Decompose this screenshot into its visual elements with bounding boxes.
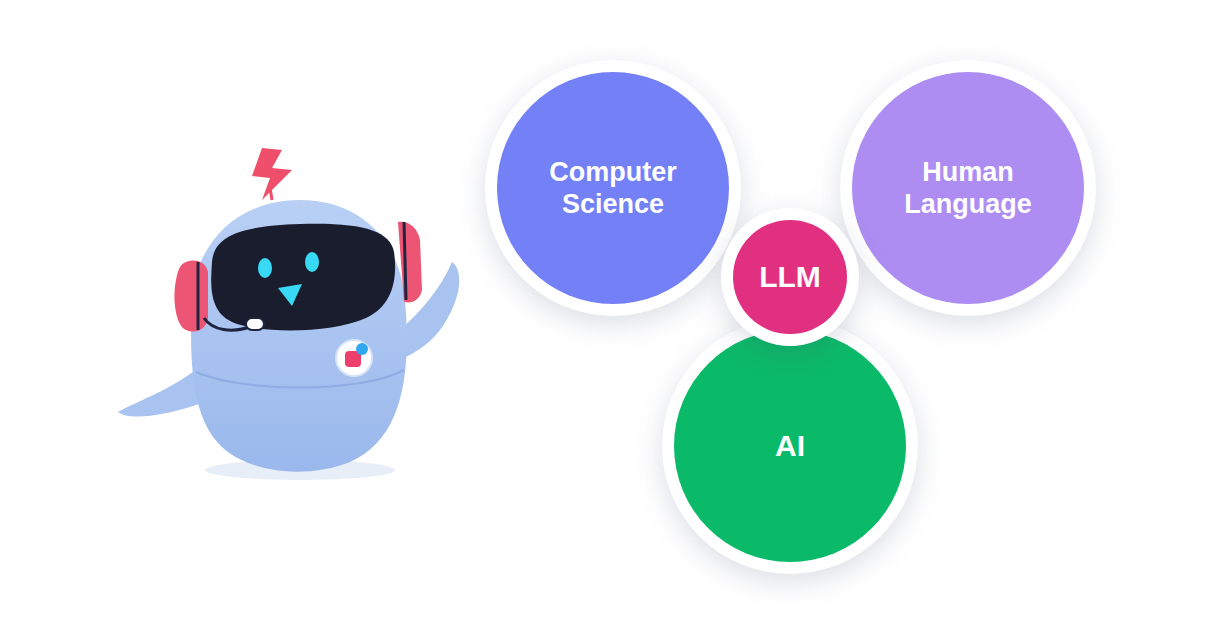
circle-ring (485, 60, 741, 316)
circle-fill (674, 330, 906, 562)
badge (336, 340, 372, 376)
circle-ring (840, 60, 1096, 316)
face-screen (211, 224, 395, 331)
badge-logo (356, 343, 368, 355)
robot-seam (196, 370, 404, 388)
node-label: LLM (759, 259, 821, 295)
circle-node: Computer Science (485, 60, 741, 316)
headphone-band (404, 222, 406, 300)
circle-outline (840, 60, 1096, 316)
node-label: AI (775, 428, 805, 464)
antenna (270, 188, 272, 200)
circle-node: Human Language (840, 60, 1096, 316)
circle-ring (662, 318, 918, 574)
circle-fill (497, 72, 729, 304)
circle-fill (852, 72, 1084, 304)
robot-eye (258, 258, 272, 278)
circle-node: LLM (721, 208, 859, 346)
headphone (398, 222, 422, 303)
robot-body (191, 200, 407, 472)
microphone-boom (204, 318, 252, 330)
circle-node: AI (662, 318, 918, 574)
circle-fill (733, 220, 847, 334)
robot-mouth (278, 284, 302, 306)
node-label: Computer Science (513, 156, 713, 221)
robot-arm (118, 368, 205, 417)
robot-eye (305, 252, 319, 272)
node-label: Human Language (868, 156, 1068, 221)
circle-outline (485, 60, 741, 316)
lightning-bolt (252, 148, 292, 200)
microphone (246, 318, 264, 330)
headphone-band (197, 262, 200, 330)
circle-ring (721, 208, 859, 346)
headphone (174, 260, 208, 331)
